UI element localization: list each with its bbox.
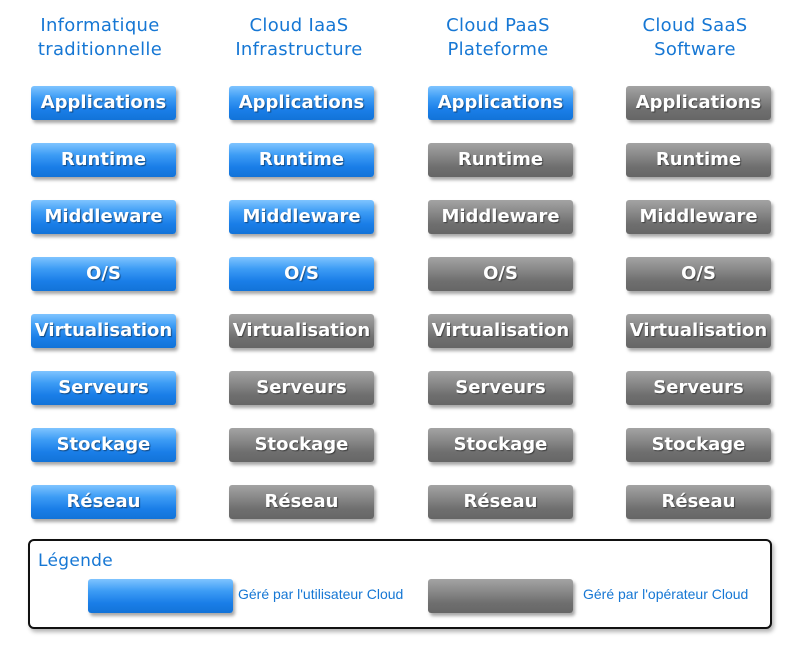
layer-block-virtualisation: Virtualisation [31,314,176,348]
layer-block-middleware: Middleware [229,200,374,234]
layer-block-reseau: Réseau [31,485,176,519]
layer-block-serveurs: Serveurs [31,371,176,405]
column-title-line1: Cloud PaaS [446,15,550,36]
layer-block-o-s: O/S [229,257,374,291]
column-title-line1: Cloud IaaS [249,15,349,36]
layer-block-o-s: O/S [428,257,573,291]
layer-block-virtualisation: Virtualisation [626,314,771,348]
layer-block-middleware: Middleware [626,200,771,234]
legend-user-swatch [88,579,233,613]
layer-block-reseau: Réseau [229,485,374,519]
legend-operator-label: Géré par l'opérateur Cloud [583,586,749,602]
column-title-traditional: Informatique traditionnelle [15,14,185,62]
layer-block-applications: Applications [428,86,573,120]
layer-block-serveurs: Serveurs [428,371,573,405]
layer-block-applications: Applications [229,86,374,120]
column-title-line2: Software [654,39,736,60]
legend-user-label: Géré par l'utilisateur Cloud [238,586,404,602]
layer-block-applications: Applications [31,86,176,120]
column-title-line1: Informatique [40,15,160,36]
layer-block-serveurs: Serveurs [229,371,374,405]
column-title-line2: traditionnelle [37,39,163,60]
layer-block-reseau: Réseau [428,485,573,519]
legend-title: Légende [38,551,114,571]
layer-block-applications: Applications [626,86,771,120]
column-title-line2: Plateforme [447,39,549,60]
layer-block-runtime: Runtime [31,143,176,177]
layer-block-o-s: O/S [626,257,771,291]
column-title-iaas: Cloud IaaS Infrastructure [214,14,384,62]
legend-operator-swatch [428,579,573,613]
layer-block-reseau: Réseau [626,485,771,519]
layer-block-stockage: Stockage [428,428,573,462]
layer-block-virtualisation: Virtualisation [428,314,573,348]
layer-block-middleware: Middleware [31,200,176,234]
column-title-line1: Cloud SaaS [642,15,748,36]
layer-block-runtime: Runtime [428,143,573,177]
layer-block-middleware: Middleware [428,200,573,234]
layer-block-runtime: Runtime [626,143,771,177]
layer-block-virtualisation: Virtualisation [229,314,374,348]
column-title-paas: Cloud PaaS Plateforme [413,14,583,62]
layer-block-serveurs: Serveurs [626,371,771,405]
layer-block-o-s: O/S [31,257,176,291]
layer-block-stockage: Stockage [31,428,176,462]
layer-block-stockage: Stockage [229,428,374,462]
layer-block-stockage: Stockage [626,428,771,462]
column-title-line2: Infrastructure [235,39,363,60]
legend-box: Légende Géré par l'utilisateur Cloud Gér… [28,539,772,629]
layer-block-runtime: Runtime [229,143,374,177]
column-title-saas: Cloud SaaS Software [610,14,780,62]
